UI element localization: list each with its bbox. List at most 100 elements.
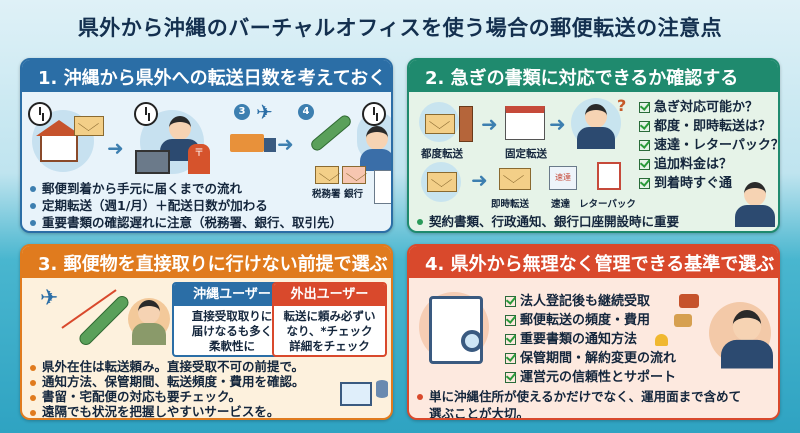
okinawa-user-title: 沖縄ユーザー <box>174 284 290 306</box>
wall-icon <box>459 106 473 142</box>
bullet-item: 通知方法、保管期間、転送頻度・費用を確認。 <box>30 374 305 389</box>
clock-icon <box>134 102 158 126</box>
bullet-item: 書留・宅配便の対応も要チェック。 <box>30 389 305 404</box>
checkbox-checked-icon <box>505 372 516 383</box>
panel-heading: 2. 急ぎの書類に対応できるか確認する <box>409 60 778 92</box>
bullet-list: 郵便到着から手元に届くまでの流れ 定期転送（週1/月）＋配送日数が加わる 重要書… <box>30 180 342 231</box>
check-item: 速達・レターパック？ <box>639 136 780 155</box>
japan-map-icon <box>76 293 132 348</box>
check-item: 到着時すぐ通 <box>639 174 778 193</box>
check-item: 都度・即時転送は？ <box>639 117 778 136</box>
check-item: 追加料金は？ <box>639 155 778 174</box>
checkbox-checked-icon <box>505 334 516 345</box>
step-badge: 4 <box>298 104 314 120</box>
bullet-item: 契約書類、行政通知、銀行口座開設時に重要 <box>417 213 679 230</box>
bullet-item: 郵便到着から手元に届くまでの流れ <box>30 180 342 197</box>
envelope-icon <box>425 114 455 134</box>
panel-heading: 1. 沖縄から県外への転送日数を考えておく <box>22 60 391 92</box>
checkbox-checked-icon <box>639 140 650 151</box>
check-item-label: 法人登記後も継続受取 <box>520 294 651 309</box>
outside-user-box: 外出ユーザー 転送に頼み必ずい なり、*チェック 詳細をチェック <box>272 282 387 357</box>
check-item: 保管期間・解約変更の流れ <box>505 349 676 368</box>
panel-heading: 4. 県外から無理なく管理できる基準で選ぶ <box>409 246 778 278</box>
checkbox-checked-icon <box>505 296 516 307</box>
panel-heading: 3. 郵便物を直接取りに行けない前提で選ぶ <box>22 246 391 278</box>
arrow-icon: ➜ <box>471 168 488 192</box>
label-per-request-transfer: 都度転送 <box>421 148 463 160</box>
check-item: 運営元の信頼性とサポート <box>505 368 676 387</box>
check-item-label: 運営元の信頼性とサポート <box>520 370 677 385</box>
label-express: 速達 <box>551 199 571 210</box>
magnifier-icon <box>461 330 483 352</box>
okinawa-user-text: 直接受取取りに 届けなるも多く 柔軟性に <box>191 309 273 353</box>
worried-businessman-illustration <box>577 104 615 149</box>
check-item: 法人登記後も継続受取 <box>505 292 676 311</box>
postbox-icon: 〒 <box>188 144 210 174</box>
envelope-icon <box>427 172 457 192</box>
envelope-icon <box>74 116 104 136</box>
database-icon <box>376 380 388 398</box>
check-item-label: 到着時すぐ通 <box>654 176 733 191</box>
arrow-icon: ➜ <box>107 136 124 160</box>
label-letterpack: レターパック <box>579 199 636 210</box>
page-title: 県外から沖縄のバーチャルオフィスを使う場合の郵便転送の注意点 <box>77 16 723 40</box>
mailbox-icon <box>679 294 699 308</box>
doc-label: 銀行 <box>344 189 364 200</box>
bullet-list: 単に沖縄住所が使えるかだけでなく、運用面まで含めて選ぶことが大切。 <box>417 388 747 418</box>
bullet-item: 定期転送（週1/月）＋配送日数が加わる <box>30 197 342 214</box>
contract-document-icon <box>374 170 391 204</box>
check-item: 郵便転送の頻度・費用 <box>505 311 676 330</box>
airplane-icon: ✈ <box>256 100 273 124</box>
checkbox-checked-icon <box>505 315 516 326</box>
check-item-label: 追加料金は？ <box>654 157 733 172</box>
house-icon <box>36 120 82 162</box>
bullet-item: 県外在住は転送頼み。直接受取不可の前提で。 <box>30 359 305 374</box>
check-item-label: 速達・レターパック？ <box>654 138 780 153</box>
monitor-icon <box>340 382 372 406</box>
arrow-icon: ➜ <box>481 112 498 136</box>
outside-user-text: 転送に頼み必ずい なり、*チェック 詳細をチェック <box>283 309 376 353</box>
wallet-icon <box>674 314 692 327</box>
letterpack-icon <box>597 162 621 190</box>
check-item: 急ぎ対応可能か？ <box>639 98 778 117</box>
checkbox-checked-icon <box>639 178 650 189</box>
tax-office-letter-icon <box>315 166 339 184</box>
check-item-label: 急ぎ対応可能か？ <box>654 100 759 115</box>
clock-icon <box>362 102 386 126</box>
truck-icon <box>230 134 276 152</box>
express-mail-icon: 速達 <box>549 166 577 190</box>
checkbox-checked-icon <box>639 102 650 113</box>
bullet-item: 単に沖縄住所が使えるかだけでなく、運用面まで含めて選ぶことが大切。 <box>417 388 747 418</box>
outside-user-title: 外出ユーザー <box>274 284 385 306</box>
doc-label: 税務署 <box>312 189 341 200</box>
panel-no-direct-pickup: 3. 郵便物を直接取りに行けない前提で選ぶ ✈ 沖縄ユーザー 直接受取取りに 届… <box>20 244 393 420</box>
arrow-icon: ➜ <box>549 112 566 136</box>
check-item-label: 都度・即時転送は？ <box>654 119 772 134</box>
bullet-list: 県外在住は転送頼み。直接受取不可の前提で。 通知方法、保管期間、転送頻度・費用を… <box>30 359 305 418</box>
japan-map-icon <box>308 112 354 154</box>
question-mark-icon: ? <box>617 96 627 115</box>
check-item: 重要書類の通知方法 <box>505 330 676 349</box>
checklist: 法人登記後も継続受取 郵便転送の頻度・費用 重要書類の通知方法 保管期間・解約変… <box>505 292 676 387</box>
label-immediate-transfer: 即時転送 <box>491 199 530 210</box>
checkbox-checked-icon <box>639 159 650 170</box>
airplane-icon: ✈ <box>40 286 59 311</box>
checklist: 急ぎ対応可能か？ 都度・即時転送は？ 速達・レターパック？ 追加料金は？ 到着時… <box>639 98 780 193</box>
user-with-tablet-illustration <box>132 300 166 345</box>
bullet-list: 契約書類、行政通知、銀行口座開設時に重要 <box>417 213 679 230</box>
panel-transfer-days: 1. 沖縄から県外への転送日数を考えておく ➜ 〒 3 ✈ 4 ➜ 税務署 銀行… <box>20 58 393 233</box>
panel-urgent-documents: 2. 急ぎの書類に対応できるか確認する 都度転送 ➜ 固定転送 ➜ ? ➜ 速達… <box>407 58 780 233</box>
panel-management-criteria: 4. 県外から無理なく管理できる基準で選ぶ 法人登記後も継続受取 郵便転送の頻度… <box>407 244 780 420</box>
check-item-label: 重要書類の通知方法 <box>520 332 638 347</box>
bullet-item: 重要書類の確認遅れに注意（税務署、銀行、取引先） <box>30 214 342 231</box>
bank-letter-icon <box>342 166 366 184</box>
check-item-label: 郵便転送の頻度・費用 <box>520 313 651 328</box>
check-item-label: 保管期間・解約変更の流れ <box>520 351 677 366</box>
calendar-icon <box>505 106 545 140</box>
recipient-illustration <box>360 126 391 171</box>
bell-icon <box>655 334 668 346</box>
arrow-icon: ➜ <box>277 132 294 156</box>
label-fixed-transfer: 固定転送 <box>505 148 547 160</box>
open-envelope-icon <box>499 168 531 190</box>
thumbs-up-businessman-illustration <box>735 182 775 227</box>
